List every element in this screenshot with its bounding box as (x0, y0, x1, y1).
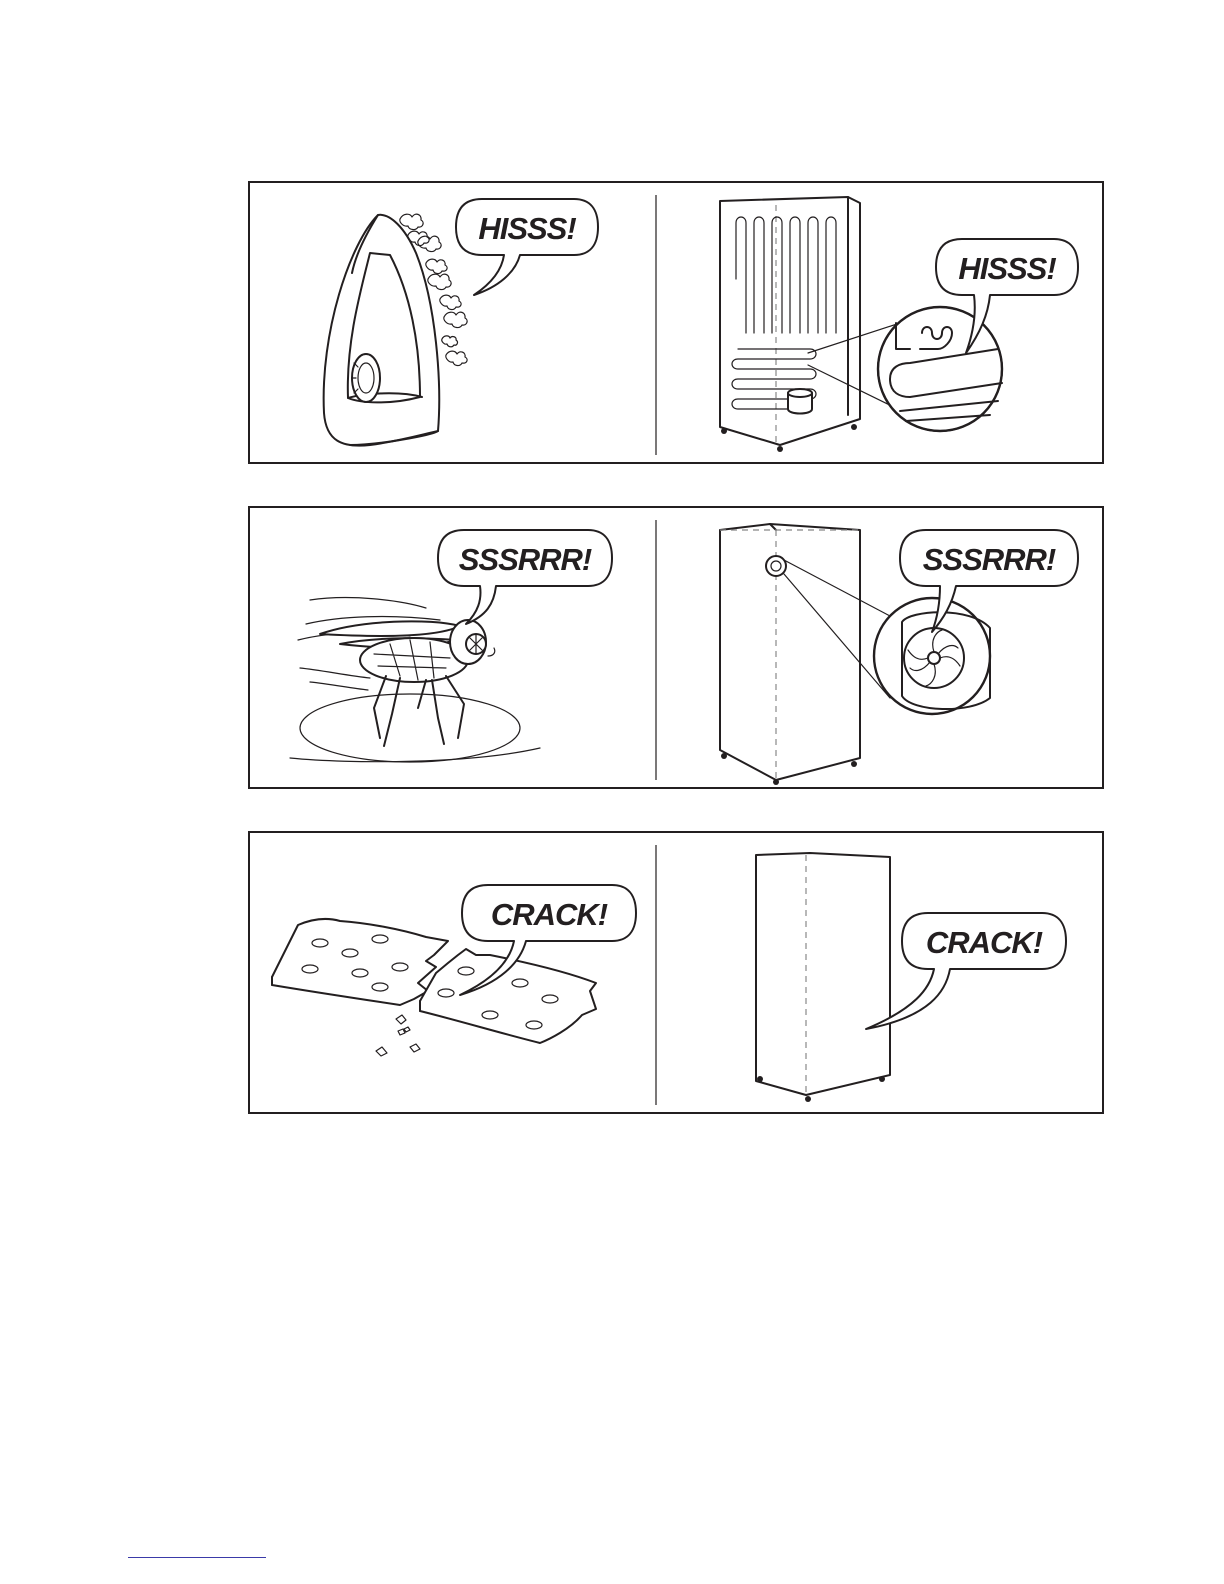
panel-hisss: HISSS! HISSS! (248, 181, 1104, 464)
crack-label-left: CRACK! (491, 897, 608, 932)
panel-crack: CRACK! CRACK! (248, 831, 1104, 1114)
panel-sssrrr: SSSRRR! SSSRRR! (248, 506, 1104, 789)
steam-iron-icon (324, 215, 440, 446)
crack-label-right: CRACK! (926, 925, 1043, 960)
footer-rule (128, 1557, 266, 1558)
hisss-label-left: HISSS! (478, 211, 576, 246)
sssrrr-label-left: SSSRRR! (459, 542, 592, 577)
hisss-label-right: HISSS! (958, 251, 1056, 286)
sssrrr-label-right: SSSRRR! (923, 542, 1056, 577)
hisss-bubble-left: HISSS! (456, 199, 598, 295)
fridge-back-coils-icon (720, 197, 910, 452)
coil-magnifier-icon (878, 307, 1002, 431)
panel-hisss-art: HISSS! HISSS! (250, 183, 1106, 466)
fridge-cabinet-icon (756, 853, 890, 1102)
fan-magnifier-icon (874, 598, 990, 714)
fly-icon (290, 598, 540, 762)
fridge-fan-icon (720, 524, 890, 785)
panel-sssrrr-art: SSSRRR! SSSRRR! (250, 508, 1106, 791)
panel-crack-art: CRACK! CRACK! (250, 833, 1106, 1116)
crack-bubble-right: CRACK! (866, 913, 1066, 1029)
sssrrr-bubble-left: SSSRRR! (438, 530, 612, 624)
